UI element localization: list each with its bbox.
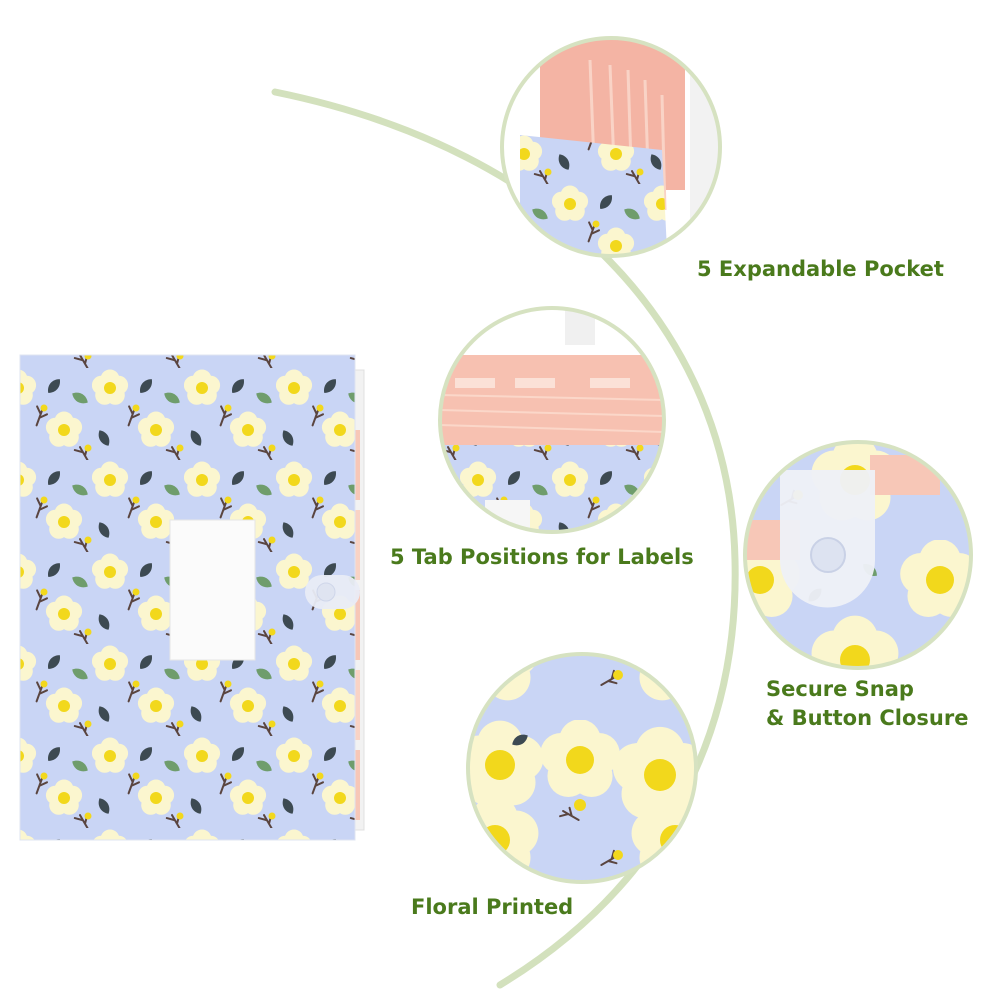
detail-circle-pocket [500, 36, 722, 258]
snap-button [316, 582, 336, 602]
decorative-arc [271, 88, 739, 989]
main-folder [19, 354, 365, 841]
feature-label-text: 5 Tab Positions for Labels [390, 545, 694, 569]
detail-circle-floral [466, 652, 698, 884]
feature-label-text: & Button Closure [766, 706, 969, 730]
label-window [169, 519, 256, 661]
feature-label-pocket: 5 Expandable Pocket [697, 255, 944, 284]
feature-label-floral: Floral Printed [411, 893, 573, 922]
feature-label-text: Floral Printed [411, 895, 574, 919]
feature-label-text: 5 Expandable Pocket [697, 257, 944, 281]
feature-label-snap: Secure Snap & Button Closure [766, 675, 968, 733]
detail-circle-tabs [438, 306, 666, 534]
feature-label-tabs: 5 Tab Positions for Labels [390, 543, 694, 572]
feature-label-text: Secure Snap [766, 677, 914, 701]
detail-circle-snap [743, 440, 973, 670]
